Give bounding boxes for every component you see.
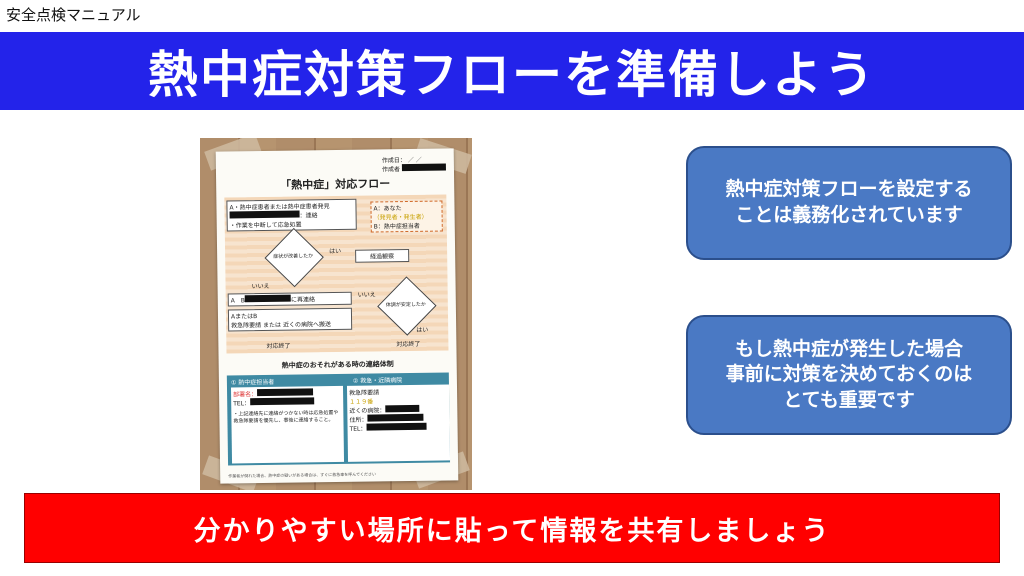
poster-end-2: 対応終了 <box>396 340 421 349</box>
flow-poster: 作成日： ／ ／ 作成者 「熱中症」対応フロー A・熱中症患者または熱中症患者発… <box>215 148 459 484</box>
poster-title: 「熱中症」対応フロー <box>280 177 391 192</box>
poster-photo: 作成日： ／ ／ 作成者 「熱中症」対応フロー A・熱中症患者または熱中症患者発… <box>200 138 472 490</box>
poster-decision-2-label: 体調が安定したか <box>385 301 426 309</box>
poster-contact-header: 熱中症のおそれがある時の連絡体制 <box>281 360 394 370</box>
poster-contact-left-card: 部署名： TEL： ・上記連絡先に連絡がつかない時は応急処置や救急隊要請を優先し… <box>230 385 345 464</box>
poster-date: 作成日： ／ ／ 作成者 <box>382 154 446 173</box>
title-bar: 熱中症対策フローを準備しよう <box>0 32 1024 110</box>
callout-importance: もし熱中症が発生した場合 事前に対策を決めておくのは とても重要です <box>686 315 1012 435</box>
poster-footer: 作業者が倒れた場合、熱中症の疑いがある場合は、すぐに救急車を呼んでください <box>228 471 377 479</box>
corner-label: 安全点検マニュアル <box>6 6 141 24</box>
poster-continue-box: 経過観察 <box>355 248 410 263</box>
poster-end-1: 対応終了 <box>266 342 291 350</box>
poster-contact-panel: ① 熱中症担当者 ② 救急・近隣病院 部署名： TEL： ・上記連絡先に連絡がつ… <box>226 372 451 466</box>
poster-no-2: いいえ <box>357 291 376 299</box>
poster-box-a: A・熱中症患者または熱中症患者発見 ：連絡 ・作業を中断して応急処置 <box>226 198 357 232</box>
poster-box-ab: AまたはB 救急隊要請 または 近くの病院へ搬送 <box>227 307 353 332</box>
poster-legend: A：あなた （発見者・発生者） B：熱中症担当者 <box>370 200 443 233</box>
poster-flowchart: A・熱中症患者または熱中症患者発見 ：連絡 ・作業を中断して応急処置 A：あなた… <box>224 194 449 354</box>
poster-yes-1: はい <box>329 247 342 256</box>
poster-contact-left-title: ① 熱中症担当者 <box>230 378 275 387</box>
poster-contact-right-card: 救急隊要請 １１９番 近くの病院： 住所： TEL： <box>346 384 451 462</box>
poster-contact-right-title: ② 救急・近隣病院 <box>352 377 403 385</box>
page-title: 熱中症対策フローを準備しよう <box>148 46 876 104</box>
callout-mandatory: 熱中症対策フローを設定する ことは義務化されています <box>686 146 1012 260</box>
bottom-banner: 分かりやすい場所に貼って情報を共有しましょう <box>24 493 1000 563</box>
poster-no-1: いいえ <box>251 282 270 291</box>
poster-decision-1-label: 症状が改善したか <box>273 253 314 260</box>
poster-yes-2: はい <box>416 326 429 334</box>
banner-text: 分かりやすい場所に貼って情報を共有しましょう <box>193 515 831 547</box>
